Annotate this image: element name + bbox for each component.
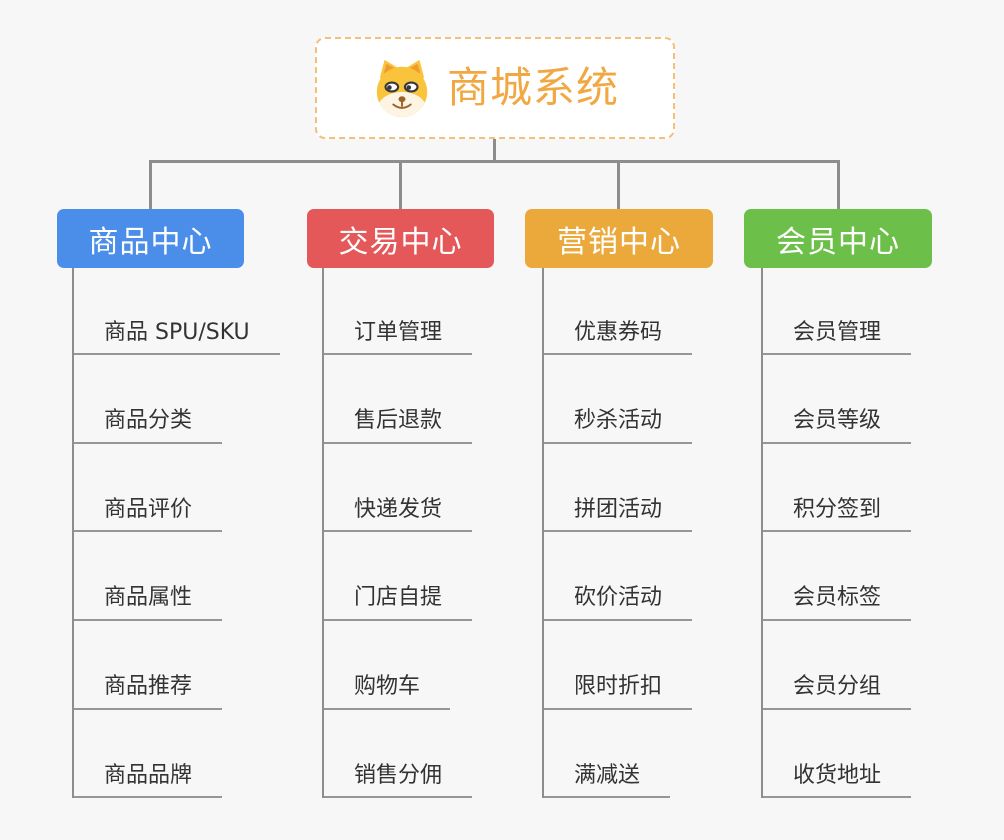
- leaf-node[interactable]: 秒杀活动: [542, 407, 693, 444]
- leaf-node[interactable]: 订单管理: [322, 319, 473, 356]
- leaf-node[interactable]: 商品属性: [72, 584, 223, 621]
- leaf-node[interactable]: 门店自提: [322, 584, 473, 621]
- leaf-node[interactable]: 拼团活动: [542, 496, 693, 533]
- leaf-node[interactable]: 会员等级: [761, 407, 912, 444]
- connector-drop-1: [149, 160, 152, 209]
- doge-dog-icon: [376, 59, 428, 118]
- connector-drop-3: [617, 160, 620, 209]
- root-title: 商城系统: [446, 63, 619, 112]
- leaf-node[interactable]: 快递发货: [322, 496, 473, 533]
- branch-column-trade: 订单管理 售后退款 快递发货 门店自提 购物车 销售分佣: [322, 267, 473, 799]
- leaf-node[interactable]: 商品分类: [72, 407, 223, 444]
- connector-root-stub: [493, 139, 496, 161]
- leaf-node[interactable]: 会员标签: [761, 584, 912, 621]
- column-line: [72, 267, 74, 798]
- leaf-node[interactable]: 商品评价: [72, 496, 223, 533]
- leaf-node[interactable]: 商品推荐: [72, 673, 223, 710]
- connector-horizontal: [149, 160, 839, 163]
- connector-drop-2: [399, 160, 402, 209]
- leaf-node[interactable]: 收货地址: [761, 762, 912, 799]
- leaf-node[interactable]: 积分签到: [761, 496, 912, 533]
- leaf-node[interactable]: 砍价活动: [542, 584, 693, 621]
- branch-column-marketing: 优惠券码 秒杀活动 拼团活动 砍价活动 限时折扣 满减送: [542, 267, 693, 799]
- leaf-node[interactable]: 限时折扣: [542, 673, 693, 710]
- leaf-node[interactable]: 商品品牌: [72, 762, 223, 799]
- leaf-node[interactable]: 售后退款: [322, 407, 473, 444]
- leaf-node[interactable]: 购物车: [322, 673, 451, 710]
- leaf-node[interactable]: 满减送: [542, 762, 671, 799]
- leaf-node[interactable]: 销售分佣: [322, 762, 473, 799]
- branch-column-product: 商品 SPU/SKU 商品分类 商品评价 商品属性 商品推荐 商品品牌: [72, 267, 280, 799]
- branch-node-product[interactable]: 商品中心: [57, 209, 244, 268]
- branch-column-member: 会员管理 会员等级 积分签到 会员标签 会员分组 收货地址: [761, 267, 912, 799]
- branch-node-marketing[interactable]: 营销中心: [525, 209, 713, 268]
- leaf-node[interactable]: 会员管理: [761, 319, 912, 356]
- leaf-node[interactable]: 会员分组: [761, 673, 912, 710]
- column-line: [761, 267, 763, 798]
- root-node[interactable]: 商城系统: [315, 37, 675, 139]
- column-line: [542, 267, 544, 798]
- column-line: [322, 267, 324, 798]
- branch-node-member[interactable]: 会员中心: [744, 209, 932, 268]
- connector-drop-4: [837, 160, 840, 209]
- branch-node-trade[interactable]: 交易中心: [307, 209, 494, 268]
- leaf-node[interactable]: 商品 SPU/SKU: [72, 319, 280, 356]
- leaf-node[interactable]: 优惠券码: [542, 319, 693, 356]
